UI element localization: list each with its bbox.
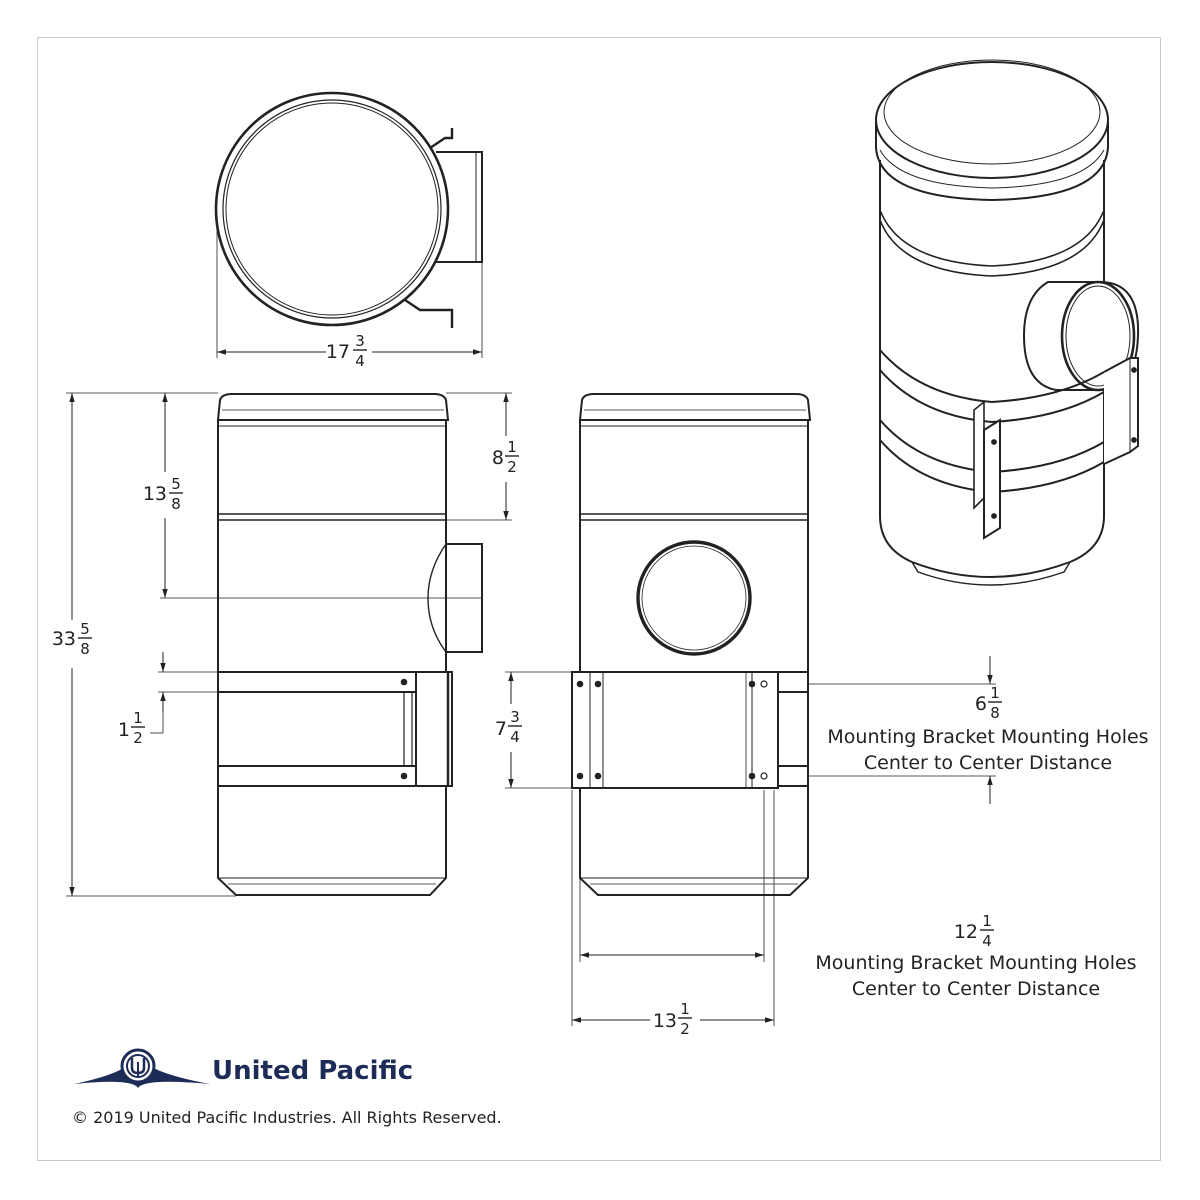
united-pacific-logo bbox=[74, 1048, 210, 1088]
drawing-frame bbox=[37, 37, 1161, 1161]
dim-hole-horizontal-num: 1 bbox=[982, 912, 992, 930]
dim-bracket-width-num: 1 bbox=[680, 1000, 690, 1018]
note-vertical-line2: Center to Center Distance bbox=[863, 752, 1113, 774]
dim-bracket-height-den: 4 bbox=[510, 728, 520, 746]
dim-top-band-whole: 8 bbox=[492, 447, 504, 469]
dim-top-band-den: 2 bbox=[507, 458, 517, 476]
side-view bbox=[66, 392, 512, 897]
dim-overall-height-whole: 33 bbox=[52, 628, 76, 650]
dim-bracket-height: 7 3 4 bbox=[495, 708, 522, 746]
dim-inlet-center-den: 8 bbox=[171, 495, 181, 513]
dim-bracket-height-whole: 7 bbox=[495, 718, 507, 740]
dim-band-offset-whole: 1 bbox=[118, 719, 130, 741]
dim-hole-horizontal: 12 1 4 bbox=[954, 912, 994, 950]
front-view bbox=[505, 393, 996, 1026]
dim-hole-vertical-den: 8 bbox=[990, 704, 1000, 722]
dim-overall-height-num: 5 bbox=[80, 620, 90, 638]
dim-hole-horizontal-den: 4 bbox=[982, 932, 992, 950]
dim-bracket-width-den: 2 bbox=[680, 1020, 690, 1038]
note-horizontal-line1: Mounting Bracket Mounting Holes bbox=[815, 952, 1137, 974]
dim-hole-vertical-whole: 6 bbox=[975, 693, 987, 715]
top-view bbox=[214, 91, 483, 358]
dim-top-width: 17 3 4 bbox=[326, 332, 367, 370]
dim-bracket-height-num: 3 bbox=[510, 708, 520, 726]
dim-band-offset-num: 1 bbox=[133, 709, 143, 727]
dim-hole-vertical: 6 1 8 bbox=[975, 684, 1002, 722]
dim-inlet-center-whole: 13 bbox=[143, 483, 167, 505]
dim-band-offset-den: 2 bbox=[133, 729, 143, 747]
note-vertical-holes: Mounting Bracket Mounting Holes Center t… bbox=[812, 724, 1164, 776]
isometric-view bbox=[875, 59, 1140, 586]
dim-hole-vertical-num: 1 bbox=[990, 684, 1000, 702]
dim-inlet-center-num: 5 bbox=[171, 475, 181, 493]
copyright-text: © 2019 United Pacific Industries. All Ri… bbox=[72, 1108, 502, 1127]
dim-bracket-width: 13 1 2 bbox=[653, 1000, 692, 1038]
dim-hole-horizontal-whole: 12 bbox=[954, 921, 978, 943]
note-horizontal-holes: Mounting Bracket Mounting Holes Center t… bbox=[800, 950, 1152, 1002]
dim-inlet-center: 13 5 8 bbox=[143, 475, 183, 513]
dim-top-width-whole: 17 bbox=[326, 341, 350, 363]
dim-top-band: 8 1 2 bbox=[492, 438, 519, 476]
dim-overall-height-den: 8 bbox=[80, 640, 90, 658]
dim-top-width-num: 3 bbox=[355, 332, 365, 350]
note-horizontal-line2: Center to Center Distance bbox=[851, 978, 1101, 1000]
dim-bracket-width-whole: 13 bbox=[653, 1010, 677, 1032]
note-vertical-line1: Mounting Bracket Mounting Holes bbox=[827, 726, 1149, 748]
dim-top-width-den: 4 bbox=[355, 352, 365, 370]
dim-top-band-num: 1 bbox=[507, 438, 517, 456]
dim-band-offset: 1 1 2 bbox=[118, 709, 145, 747]
brand-name: United Pacific bbox=[212, 1056, 414, 1086]
dim-overall-height: 33 5 8 bbox=[52, 620, 92, 658]
